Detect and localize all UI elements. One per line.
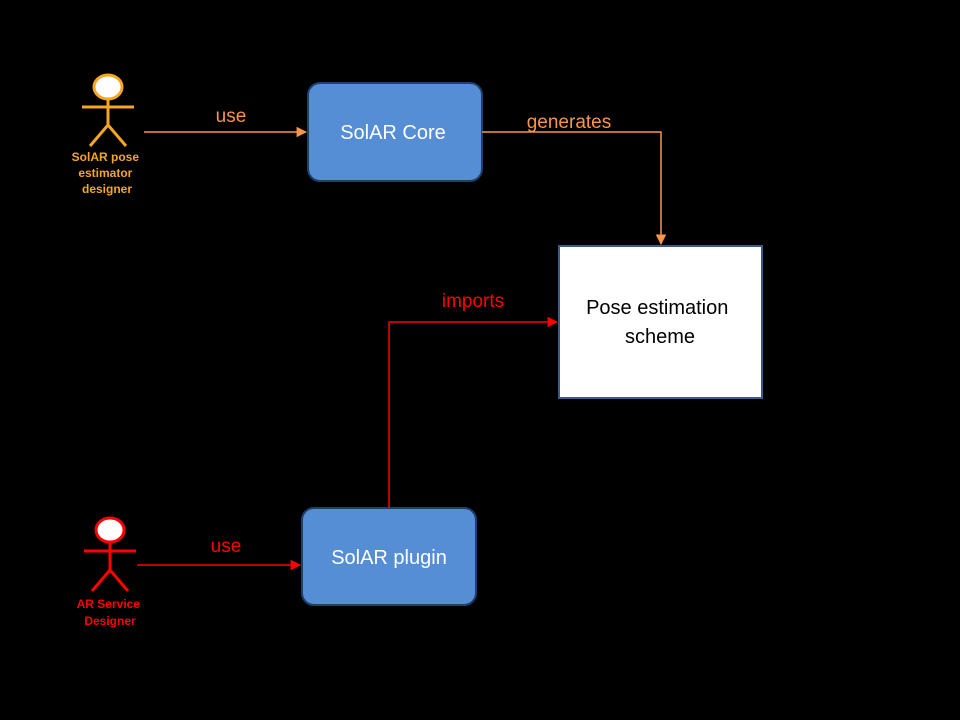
edge-core-generates-scheme: generates [482,112,667,246]
actor-label-line: designer [82,182,132,196]
edge-designer-use-core: use [144,106,308,138]
stick-figure-icon [82,73,134,147]
node-solar-core: SolAR Core [307,82,483,182]
edge-plugin-imports-scheme: imports [388,291,559,508]
actor-label: SolAR pose estimator designer [72,150,143,196]
edge-label: use [216,106,247,127]
stick-figure-icon [84,516,136,592]
actor-pose-estimator-designer: SolAR pose estimator designer [72,73,143,196]
edge-label: imports [442,291,504,312]
actor-label-line: Designer [84,614,136,628]
actor-label-line: SolAR pose [72,150,140,164]
node-pose-estimation-scheme: Pose estimation scheme [558,245,763,399]
edge-label: generates [527,112,612,133]
actor-ar-service-designer: AR Service Designer [77,516,144,628]
node-solar-plugin: SolAR plugin [301,507,477,606]
actor-label-line: AR Service [77,597,141,611]
node-label: Pose estimation scheme [586,297,734,348]
actor-label-line: estimator [78,166,132,180]
node-label: SolAR plugin [331,547,447,569]
node-label-line: Pose estimation [586,297,728,319]
edge-service-use-plugin: use [137,536,302,571]
node-label-line: scheme [625,326,695,348]
edge-label: use [211,536,242,557]
node-label: SolAR Core [340,122,446,144]
actor-label: AR Service Designer [77,597,144,628]
